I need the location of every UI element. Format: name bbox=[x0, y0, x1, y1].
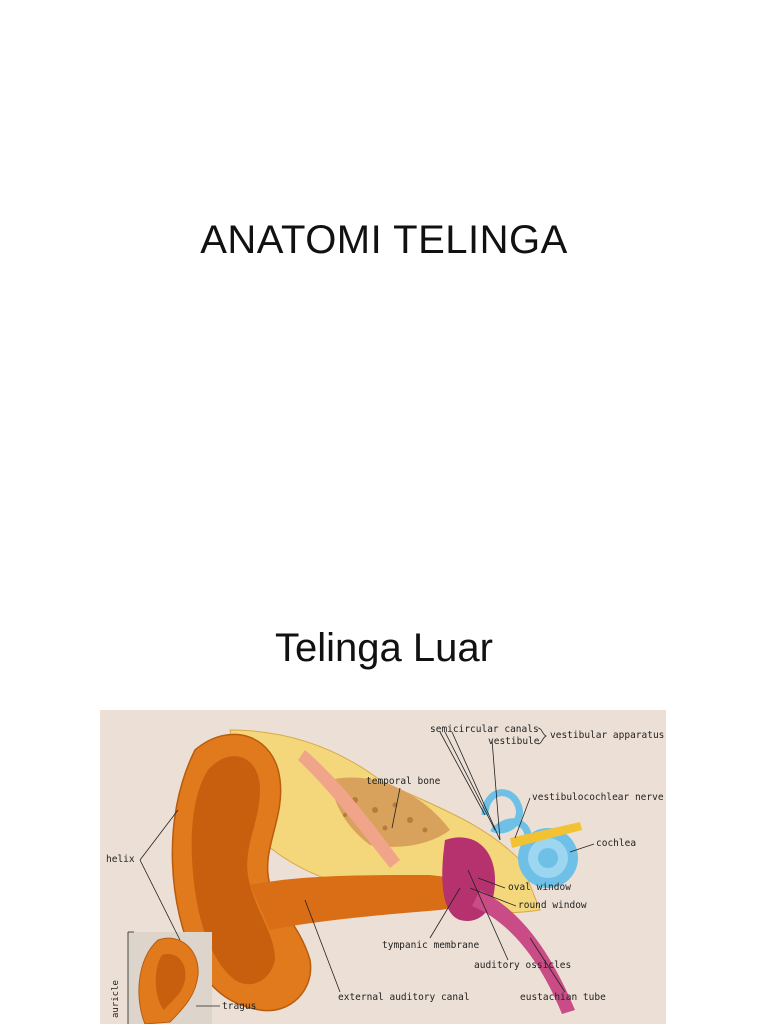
label-round-window: round window bbox=[518, 900, 587, 911]
skin-layer bbox=[298, 750, 400, 868]
cochlea-shape bbox=[518, 828, 578, 888]
label-tympanic-membrane: tympanic membrane bbox=[382, 940, 480, 951]
label-vestibule: vestibule bbox=[488, 736, 540, 747]
label-auricle: auricle bbox=[111, 980, 121, 1018]
label-oval-window: oval window bbox=[508, 882, 571, 893]
label-helix: helix bbox=[106, 854, 135, 865]
label-vestibulocochlear-nerve: vestibulocochlear nerve bbox=[532, 792, 664, 803]
label-cochlea: cochlea bbox=[596, 838, 636, 849]
label-vestibular-apparatus: vestibular apparatus bbox=[550, 730, 664, 741]
label-semicircular-canals: semicircular canals bbox=[430, 724, 539, 735]
label-temporal-bone: temporal bone bbox=[366, 776, 441, 787]
label-tragus: tragus bbox=[222, 1001, 256, 1012]
label-auditory-ossicles: auditory ossicles bbox=[474, 960, 571, 971]
ear-anatomy-illustration: semicircular canals vestibule vestibular… bbox=[106, 724, 664, 1024]
vestibulocochlear-nerve-shape bbox=[510, 822, 582, 848]
leader-lines bbox=[127, 727, 595, 1024]
semicircular-canals-shape bbox=[481, 789, 532, 841]
ear-canal bbox=[250, 875, 470, 930]
slide-title: ANATOMI TELINGA bbox=[200, 218, 568, 262]
ear-anatomy-diagram: semicircular canals vestibule vestibular… bbox=[100, 710, 666, 1024]
label-eustachian-tube: eustachian tube bbox=[520, 992, 606, 1003]
eustachian-tube-shape bbox=[472, 890, 575, 1014]
slide-subtitle: Telinga Luar bbox=[275, 626, 493, 670]
auricle-inset-inner bbox=[155, 954, 186, 1010]
auricle-inner bbox=[191, 756, 275, 985]
label-external-auditory-canal: external auditory canal bbox=[338, 992, 470, 1003]
